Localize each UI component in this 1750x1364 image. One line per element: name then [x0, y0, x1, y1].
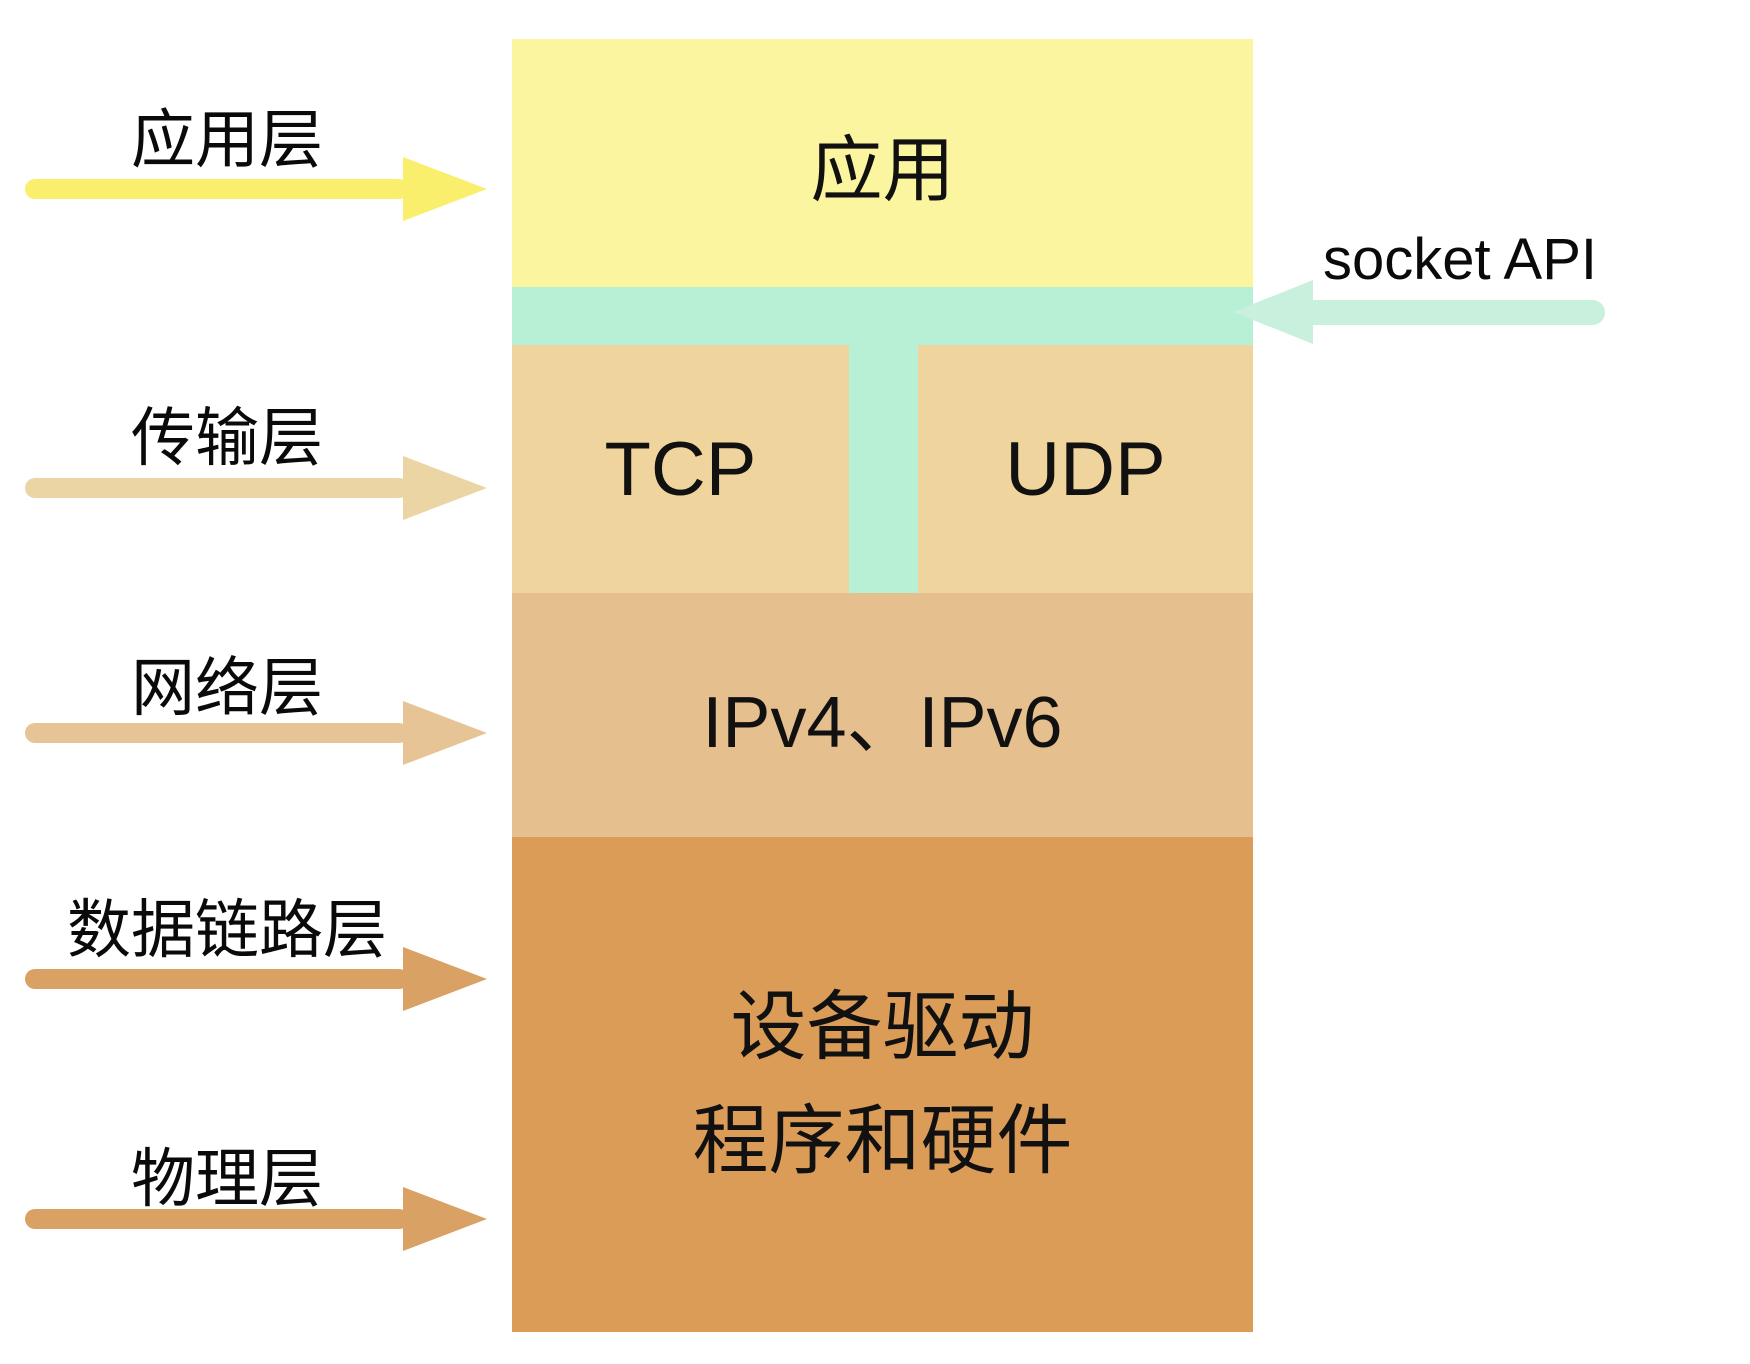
arrow-head — [1233, 280, 1313, 344]
label-network-layer: 网络层 — [131, 652, 323, 724]
box-device-label-line2: 程序和硬件 — [692, 1098, 1073, 1184]
transport-layer-arrow-icon — [25, 456, 487, 520]
box-application-label: 应用 — [810, 130, 955, 211]
box-tcp: TCP — [512, 345, 849, 593]
box-tcp-label: TCP — [604, 426, 757, 512]
socket-api-arrow-icon — [1233, 280, 1605, 344]
box-device-driver-hardware: 设备驱动 程序和硬件 — [512, 837, 1253, 1332]
arrow-shaft — [25, 1209, 409, 1229]
label-transport-layer: 传输层 — [131, 402, 323, 474]
network-layer-arrow-icon — [25, 701, 487, 765]
box-network-label: IPv4、IPv6 — [702, 682, 1063, 763]
arrow-head — [403, 456, 487, 520]
label-physical-layer: 物理层 — [131, 1143, 323, 1215]
box-device-label-line1: 设备驱动 — [730, 984, 1035, 1070]
arrow-shaft — [1307, 300, 1605, 325]
box-udp-label: UDP — [1005, 426, 1166, 512]
arrow-shaft — [25, 478, 409, 498]
socket-api-gap — [849, 345, 918, 593]
label-application-layer: 应用层 — [131, 104, 323, 176]
label-socket-api: socket API — [1322, 227, 1598, 292]
arrow-head — [403, 157, 487, 221]
label-datalink-layer: 数据链路层 — [67, 894, 387, 966]
physical-layer-arrow-icon — [25, 1187, 487, 1251]
arrow-shaft — [25, 179, 409, 199]
arrow-head — [403, 947, 487, 1011]
datalink-layer-arrow-icon — [25, 947, 487, 1011]
box-application: 应用 — [512, 39, 1253, 287]
arrow-head — [403, 701, 487, 765]
box-udp: UDP — [918, 345, 1253, 593]
arrow-shaft — [25, 723, 409, 743]
socket-api-band — [512, 287, 1253, 345]
application-layer-arrow-icon — [25, 157, 487, 221]
box-network: IPv4、IPv6 — [512, 593, 1253, 837]
arrow-shaft — [25, 969, 409, 989]
arrow-head — [403, 1187, 487, 1251]
